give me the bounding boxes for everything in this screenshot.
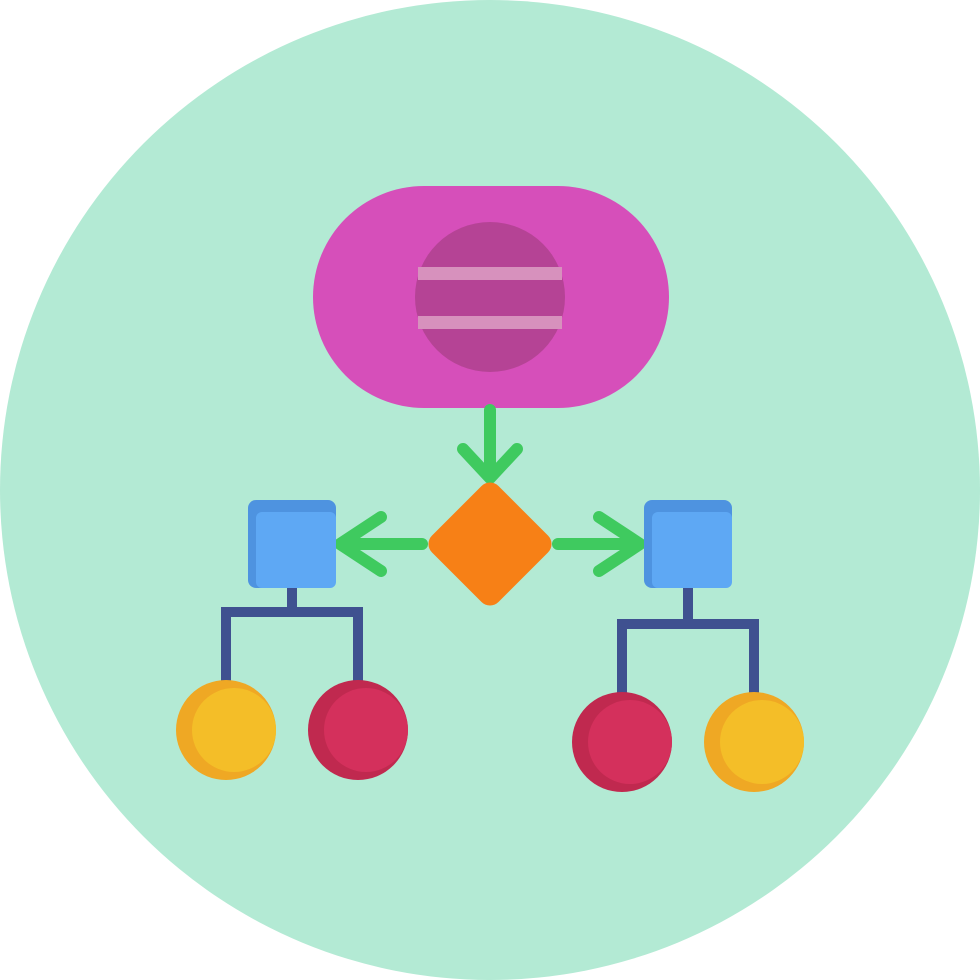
start-node-disc: [415, 222, 565, 372]
arrows: [334, 404, 646, 577]
arrow-left: [334, 511, 428, 577]
start-node-stripe-top: [418, 267, 562, 280]
connector-lines: [221, 586, 759, 700]
start-node-stripe-bottom: [418, 316, 562, 329]
start-node: [313, 186, 669, 408]
leaf-circle-yellow-left: [176, 680, 276, 780]
process-box-right-face: [652, 512, 732, 588]
leaf-circle-red-left-face: [324, 688, 408, 772]
connector-right: [617, 586, 759, 700]
process-box-left-face: [256, 512, 336, 588]
arrow-right: [552, 511, 646, 577]
leaf-circle-yellow-right-face: [720, 700, 804, 784]
leaf-circle-red-right-face: [588, 700, 672, 784]
connector-left: [221, 586, 363, 688]
process-box-right: [644, 500, 732, 588]
leaf-circle-yellow-right: [704, 692, 804, 792]
leaf-circle-red-right: [572, 692, 672, 792]
leaf-circle-yellow-left-face: [192, 688, 276, 772]
decision-diamond: [428, 482, 552, 606]
leaf-circle-red-left: [308, 680, 408, 780]
process-box-left: [248, 500, 336, 588]
arrow-down: [457, 404, 523, 484]
